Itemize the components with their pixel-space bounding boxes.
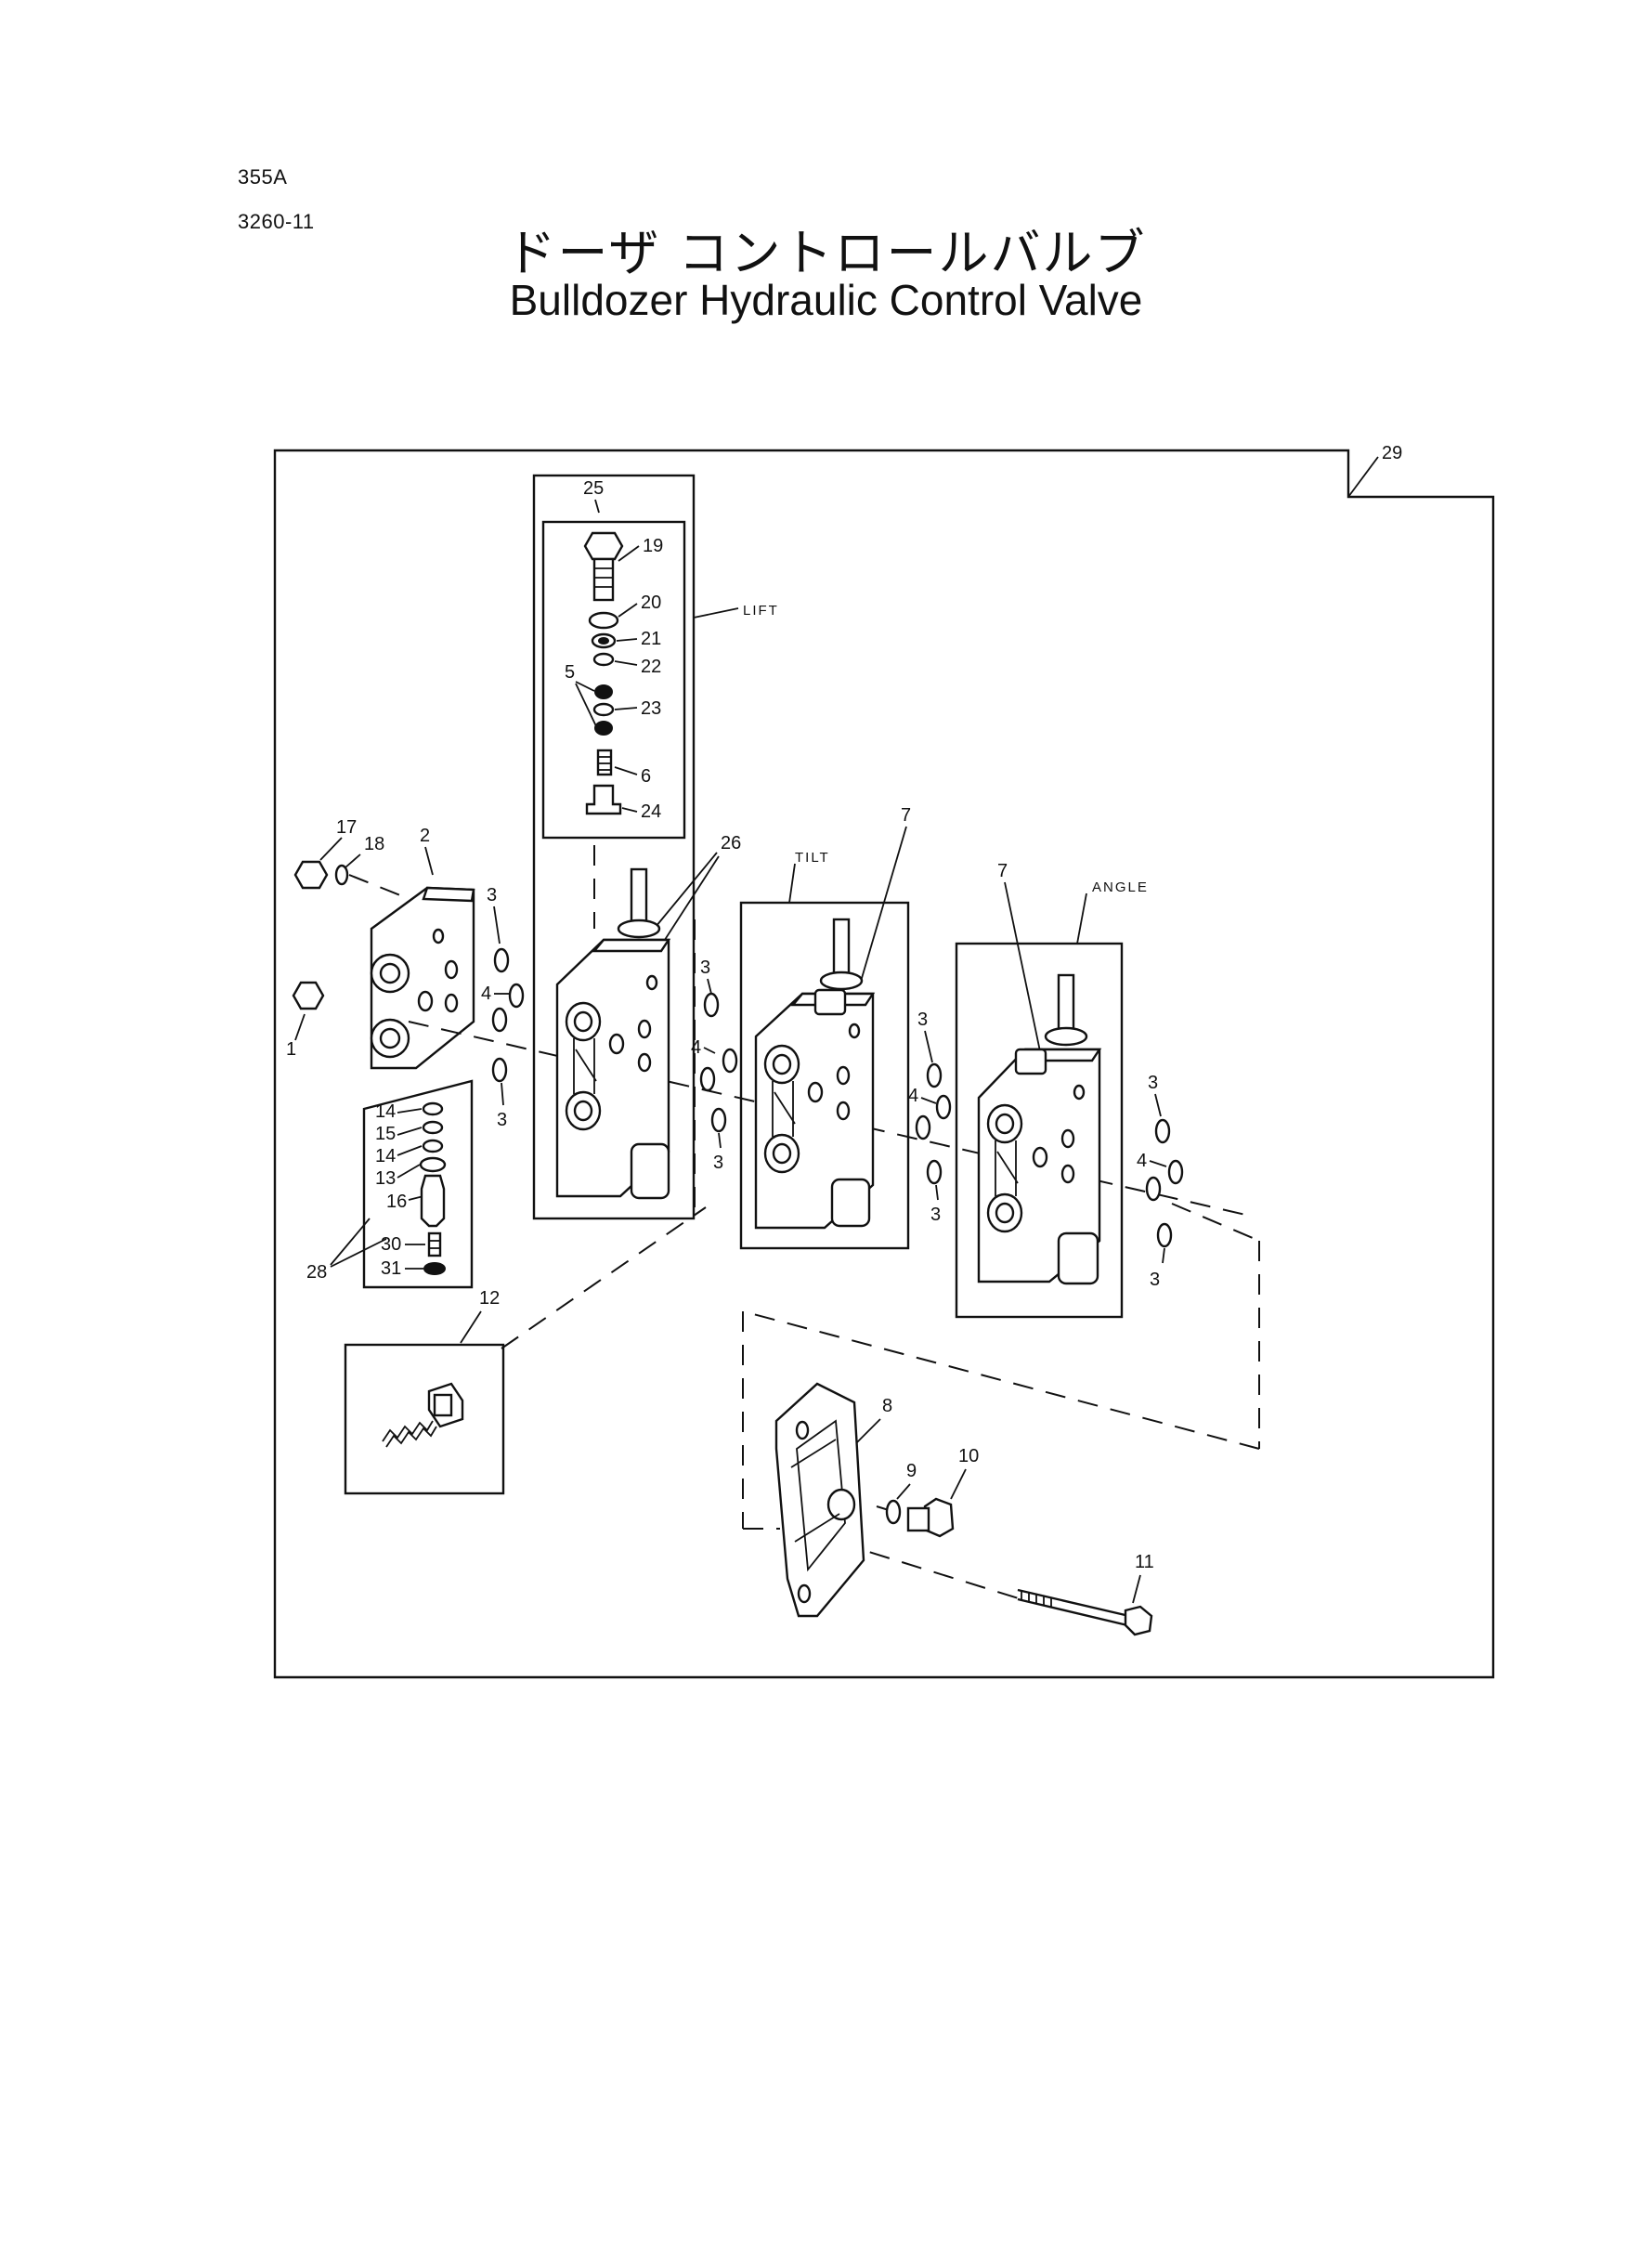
callout-1: 1 [286,1039,296,1060]
ball-5a [594,684,613,699]
callout-10: 10 [958,1446,979,1466]
o-ring-20 [588,611,619,630]
callout-3-e: 3 [917,1010,928,1030]
nut-17 [293,860,329,890]
plug-24 [585,784,622,815]
lift-valve-body [555,867,671,1200]
angle-label: ANGLE [1092,879,1149,895]
callout-4-c: 4 [908,1086,918,1106]
callout-4-b: 4 [691,1037,701,1058]
relief-valve-bolt [583,531,624,602]
ring-22 [592,652,615,667]
callout-4-a: 4 [481,984,491,1004]
callout-30: 30 [381,1234,401,1255]
callout-18: 18 [364,834,384,854]
callout-31: 31 [381,1258,401,1279]
callout-21: 21 [641,629,661,649]
washer-18 [334,864,349,886]
page-title-japanese: ドーザ コントロールバルブ [505,224,1147,282]
detent-block [427,1382,464,1428]
end-cover-2 [370,886,475,1070]
callout-13: 13 [375,1168,396,1189]
tie-bolt-11 [1017,1588,1153,1636]
callout-28: 28 [306,1262,327,1283]
callout-11: 11 [1135,1552,1154,1572]
callout-17: 17 [336,817,357,838]
callout-20: 20 [641,593,661,613]
callout-2: 2 [420,826,430,846]
model-code: 355A [238,165,288,189]
callout-5: 5 [565,662,575,683]
callout-3-h: 3 [1150,1270,1160,1290]
callout-3-d: 3 [713,1153,723,1173]
end-bracket-8 [774,1382,865,1618]
nut-1 [292,981,325,1010]
callout-3-c: 3 [700,958,710,978]
assembly-frame [273,449,1495,1679]
detent-box [344,1343,505,1495]
ball-5b [594,721,613,736]
callout-7-a: 7 [901,805,911,826]
callout-14-b: 14 [375,1146,396,1166]
page-title-english: Bulldozer Hydraulic Control Valve [509,276,1143,324]
plug-16 [420,1174,446,1228]
lift-label: LIFT [743,603,779,619]
callout-24: 24 [641,801,661,822]
callout-26: 26 [721,833,741,853]
callout-7-b: 7 [997,861,1008,881]
section-code: 3260-11 [238,210,315,233]
callout-15: 15 [375,1124,396,1144]
detent-spring [382,1420,437,1448]
relief-valve-box [541,520,686,840]
ring-23 [592,702,615,717]
callout-9: 9 [906,1461,917,1481]
callout-12: 12 [479,1288,500,1309]
callout-6: 6 [641,766,651,787]
callout-8: 8 [882,1396,892,1416]
plug-10 [906,1497,955,1538]
spring-6 [596,749,613,776]
callout-3-f: 3 [930,1205,941,1225]
callout-3-a: 3 [487,885,497,905]
callout-19: 19 [643,536,663,556]
callout-29: 29 [1382,443,1402,463]
tilt-valve-body [754,918,876,1230]
callout-25: 25 [583,478,604,499]
callout-4-d: 4 [1137,1151,1147,1171]
tilt-section-box [739,901,910,1250]
callout-3-b: 3 [497,1110,507,1130]
callout-22: 22 [641,657,661,677]
tilt-label: TILT [795,850,830,866]
o-ring-9 [885,1499,902,1525]
plug-group-box [362,1079,474,1289]
callout-23: 23 [641,698,661,719]
angle-section-box [955,942,1124,1319]
lift-section-box [532,474,696,1220]
callout-14-a: 14 [375,1101,396,1122]
callout-16: 16 [386,1192,407,1212]
callout-3-g: 3 [1148,1073,1158,1093]
angle-valve-body [977,973,1102,1285]
